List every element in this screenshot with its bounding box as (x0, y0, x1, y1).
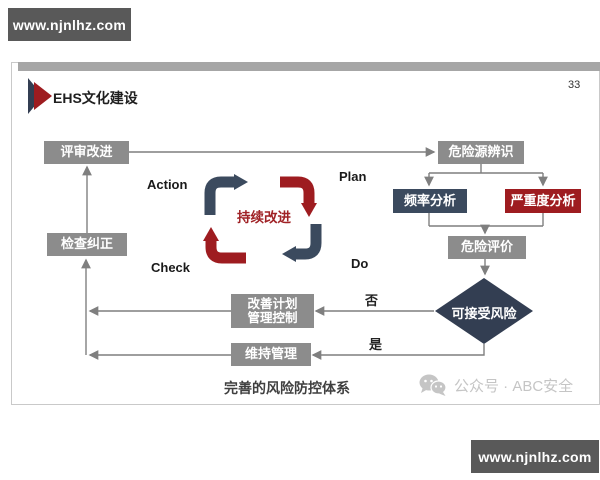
wechat-label: 公众号 · ABC安全 (454, 377, 574, 395)
wechat-icon (419, 374, 447, 396)
wechat-footer: 公众号 · ABC安全 (419, 374, 573, 396)
frequency-analysis-box: 频率分析 (393, 189, 467, 213)
risk-evaluation-box: 危险评价 (448, 236, 526, 259)
pdca-action-label: Action (147, 177, 188, 192)
severity-analysis-box: 严重度分析 (505, 189, 581, 213)
improvement-plan-line1: 改善计划 (247, 296, 298, 311)
watermark-bottom-right: www.njnlhz.com (471, 440, 599, 473)
pdca-center-label: 持续改进 (237, 210, 291, 225)
connector-lines (81, 147, 548, 360)
slide: EHS文化建设 33 (11, 62, 600, 405)
acceptable-risk-label: 可接受风险 (451, 306, 517, 321)
review-improve-box: 评审改进 (44, 141, 129, 164)
branch-no-label: 否 (365, 293, 379, 308)
title-triangle-icon (28, 78, 52, 114)
page-number: 33 (568, 79, 581, 91)
slide-title: EHS文化建设 (53, 90, 138, 106)
pdca-plan-label: Plan (339, 169, 367, 184)
decision-diamond (435, 278, 533, 344)
watermark-top-left: www.njnlhz.com (8, 8, 131, 41)
check-correct-box: 检查纠正 (47, 233, 127, 256)
slide-top-bar (18, 62, 600, 71)
pdca-check-label: Check (151, 260, 191, 275)
maintain-management-box: 维持管理 (231, 343, 311, 366)
improvement-plan-line2: 管理控制 (247, 311, 298, 325)
pdca-do-label: Do (351, 256, 369, 271)
improvement-plan-box: 改善计划 管理控制 (231, 294, 314, 328)
pdca-cycle-arrows (203, 174, 322, 264)
branch-yes-label: 是 (369, 337, 383, 352)
bottom-caption: 完善的风险防控体系 (224, 380, 350, 396)
hazard-identification-box: 危险源辨识 (438, 141, 524, 164)
